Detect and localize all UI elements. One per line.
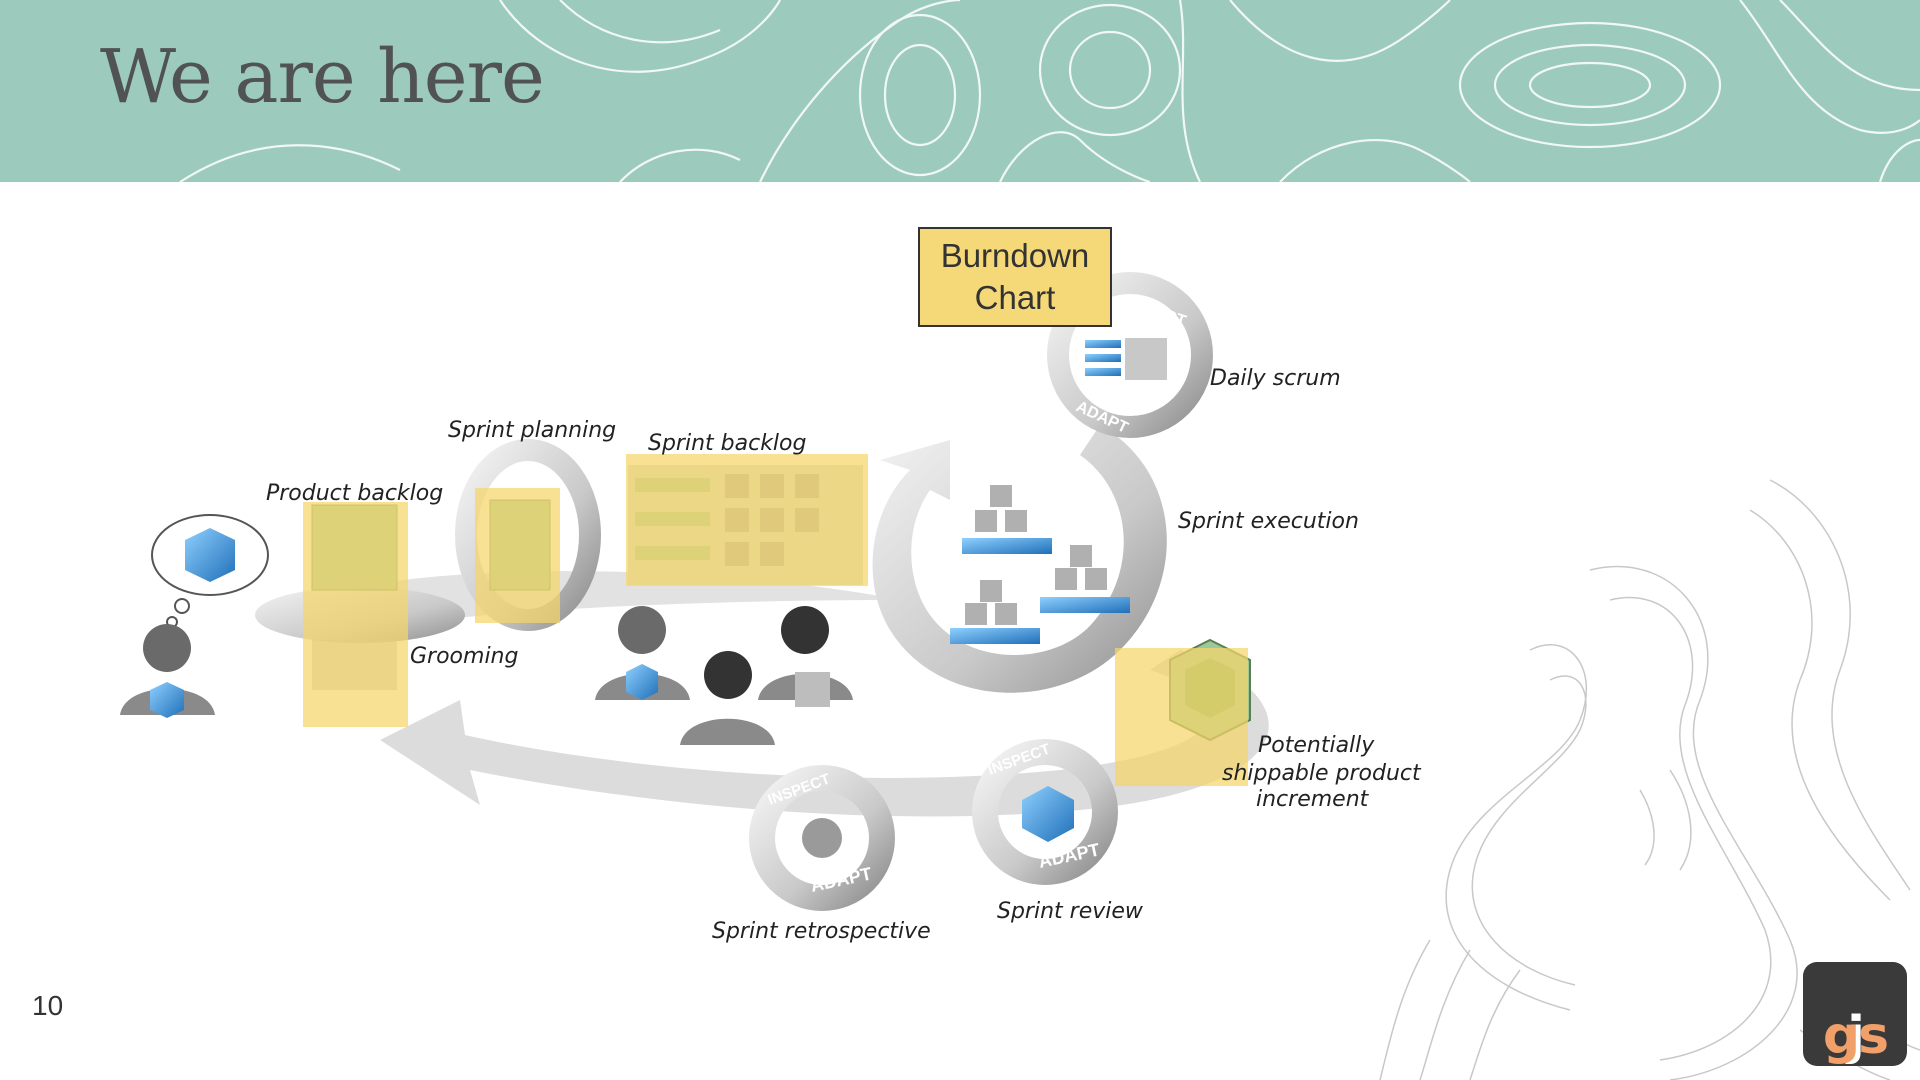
sprint-loop-arrow — [380, 650, 1269, 817]
daily-scrum-grid — [1085, 338, 1167, 380]
scrum-team-figures — [595, 606, 853, 745]
label-daily-scrum: Daily scrum — [1210, 366, 1341, 391]
topographic-pattern — [179, 0, 1920, 182]
retrospective-cycle — [749, 765, 895, 911]
highlight-sprint-planning — [475, 488, 560, 623]
label-sprint-review: Sprint review — [997, 899, 1144, 924]
daily-scrum-cycle — [1047, 272, 1213, 438]
highlight-product-backlog — [303, 502, 408, 727]
logo-j: j — [1847, 1006, 1865, 1066]
page-number: 10 — [32, 990, 64, 1021]
label-sprint-backlog: Sprint backlog — [648, 431, 807, 456]
label-increment: increment — [1256, 787, 1370, 812]
execution-blocks — [950, 538, 1130, 644]
label-potentially: Potentially — [1258, 733, 1375, 758]
highlight-increment — [1115, 648, 1248, 786]
label-grooming: Grooming — [410, 644, 518, 669]
header-banner: We are here — [0, 0, 1920, 182]
label-shippable-product: shippable product — [1222, 761, 1422, 786]
callout-line-1: Burndown — [940, 237, 1090, 274]
product-owner-figure — [120, 624, 215, 718]
label-sprint-planning: Sprint planning — [448, 418, 616, 443]
burndown-chart-callout: Burndown Chart — [918, 227, 1112, 327]
label-sprint-execution: Sprint execution — [1178, 509, 1359, 534]
highlight-sprint-backlog — [626, 454, 868, 586]
label-sprint-retrospective: Sprint retrospective — [712, 919, 931, 944]
review-cycle — [972, 739, 1118, 885]
ground-loop — [300, 571, 900, 640]
callout-line-2: Chart — [974, 279, 1056, 316]
logo-gs: gs — [1822, 1006, 1889, 1066]
thought-bubble — [151, 514, 269, 628]
label-product-backlog: Product backlog — [266, 481, 443, 506]
sprint-execution-ring — [872, 425, 1167, 693]
slide-title: We are here — [100, 34, 545, 120]
